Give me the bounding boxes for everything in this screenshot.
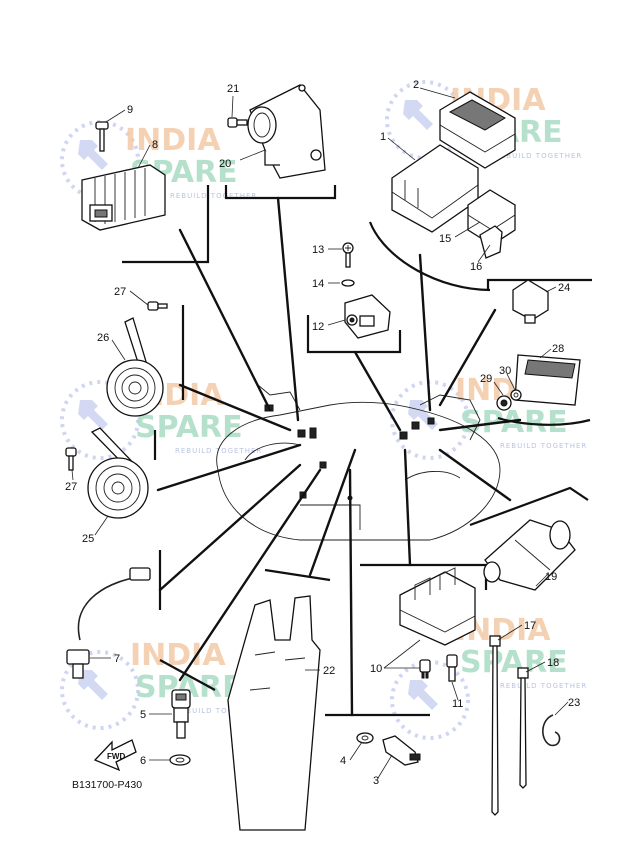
diagram-code: B131700-P430 [72,779,142,791]
callout-7: 7 [114,653,120,665]
fuse-box [399,567,476,646]
washer [356,732,374,744]
callout-12: 12 [312,321,324,333]
callout-3: 3 [373,775,379,787]
connection-lines [156,196,522,717]
callout-10: 10 [370,663,382,675]
canister [483,519,576,591]
horn-high [106,317,164,417]
relay-cover [479,225,503,259]
resistor-plate [514,354,581,406]
resistor-washer [510,389,522,401]
bracket-assembly [247,84,326,179]
callout-25: 25 [82,533,94,545]
rectifier-regulator [81,164,166,231]
forward-arrow-icon: FWD [93,739,137,772]
callout-29: 29 [480,373,492,385]
callout-21: 21 [227,83,239,95]
harness-clip [411,421,420,430]
fuse-spare [446,654,458,682]
watermark-tagline: REBUILD TOGETHER [175,707,262,715]
callout-16: 16 [470,261,482,273]
horn-low [87,427,149,519]
callout-11: 11 [452,698,463,710]
watermark-tagline: REBUILD TOGETHER [495,152,582,160]
callout-5: 5 [140,709,146,721]
switch-washer [341,279,355,287]
horn-bolt-lower [65,447,77,471]
watermark-text-spare: SPARE [135,410,243,445]
harness-clip [399,431,408,440]
wire-clamp [542,714,561,747]
watermark-text-india: INDIA [125,123,221,158]
callout-30: 30 [499,365,511,377]
callout-9: 9 [127,104,133,116]
callout-13: 13 [312,244,324,256]
callout-4: 4 [340,755,346,767]
vehicle-outline [216,384,501,541]
watermark-text-india: INDIA [130,638,226,673]
callout-22: 22 [323,665,335,677]
callout-14: 14 [312,278,324,290]
callout-27-upper: 27 [114,286,126,298]
callout-18: 18 [547,657,559,669]
callout-26: 26 [97,332,109,344]
rectifier-bolt [95,121,109,152]
harness-clip [319,461,327,469]
watermark-6: INDIA SPARE REBUILD TOGETHER [390,613,587,740]
callout-15: 15 [439,233,451,245]
leader-lines [71,87,569,779]
callout-6: 6 [140,755,146,767]
harness-clip [309,427,317,439]
callout-17: 17 [524,620,536,632]
callout-27-lower: 27 [65,481,77,493]
harness-clip [427,417,435,425]
fuse [419,659,431,679]
watermark-tagline: REBUILD TOGETHER [500,682,587,690]
switch-screw [342,242,354,268]
callout-2: 2 [413,79,419,91]
mount-hole-icon [298,84,306,92]
resistor-nut [496,395,512,411]
cover-panel [227,595,321,831]
watermark-tagline: REBUILD TOGETHER [170,192,257,200]
callout-24: 24 [558,282,570,294]
callout-28: 28 [552,343,564,355]
relay-unit [439,91,516,169]
watermark-tagline: REBUILD TOGETHER [500,442,587,450]
sidestand-switch [344,294,391,339]
starter-relay [467,189,516,246]
callout-20: 20 [219,158,231,170]
connector-pins [94,209,108,218]
callout-23: 23 [568,697,580,709]
harness-clip [297,429,306,438]
callout-1: 1 [380,131,386,143]
bracket-screw [227,117,248,128]
watermark-text-spare: SPARE [460,645,568,680]
callout-labels: 9 8 21 20 2 1 15 16 13 14 12 24 28 29 30… [65,79,580,787]
speed-sensor [66,567,151,679]
fwd-label: FWD [107,752,125,761]
temp-sensor [171,689,191,739]
neutral-switch [382,735,421,766]
horn-bolt-upper [147,301,168,311]
callout-8: 8 [152,139,158,151]
cable-tie-short [517,667,529,789]
flasher-relay [512,279,549,324]
cdi-unit [391,144,479,233]
callout-19: 19 [545,571,557,583]
sensor-washer [169,754,191,766]
cable-tie-long [489,635,501,816]
